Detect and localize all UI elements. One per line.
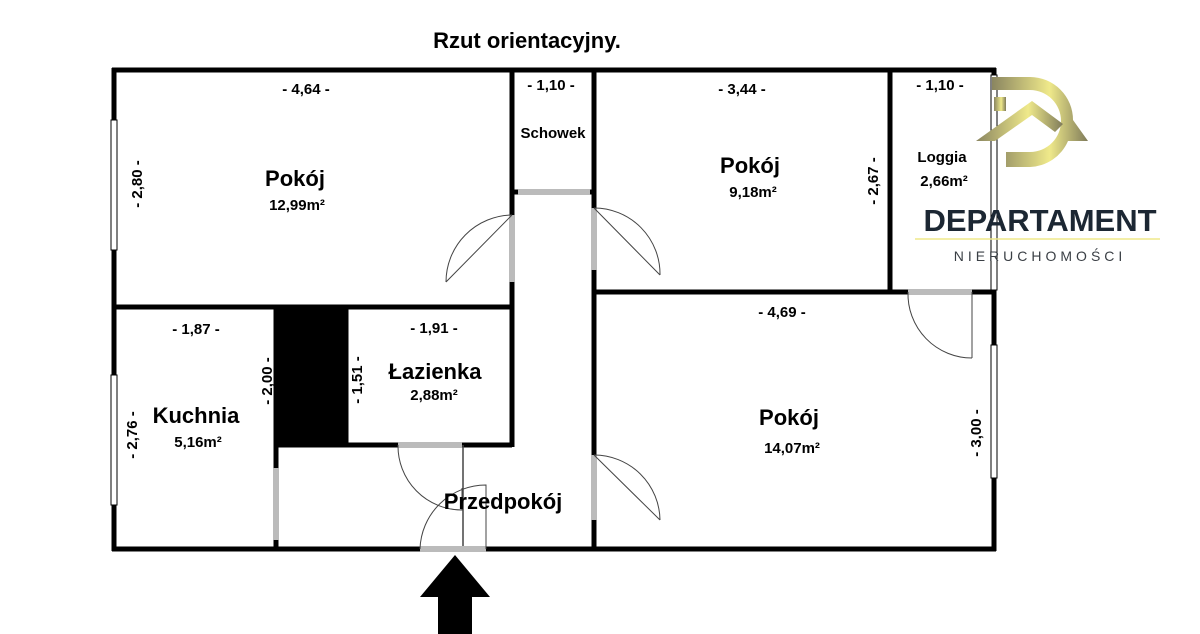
svg-text:Loggia: Loggia [917, 149, 967, 166]
svg-text:- 1,10 -: - 1,10 - [916, 77, 964, 94]
walls [111, 67, 997, 552]
room-schowek: - 1,10 - Schowek [520, 77, 586, 142]
room-pokoj-2: - 3,44 - - 2,67 - Pokój 9,18m² [718, 81, 882, 205]
svg-text:- 3,44 -: - 3,44 - [718, 81, 766, 98]
logo-d-icon [992, 77, 1088, 167]
svg-text:- 2,00 -: - 2,00 - [259, 357, 276, 405]
logo-house-icon [976, 101, 1063, 141]
svg-text:9,18m²: 9,18m² [729, 184, 777, 201]
svg-text:Schowek: Schowek [520, 125, 586, 142]
windows [110, 74, 998, 506]
svg-text:Przedpokój: Przedpokój [444, 489, 563, 514]
svg-text:- 1,91 -: - 1,91 - [410, 320, 458, 337]
logo-tagline: NIERUCHOMOŚCI [954, 247, 1127, 264]
room-pokoj-3: - 4,69 - - 3,00 - Pokój 14,07m² [758, 304, 985, 457]
svg-text:Kuchnia: Kuchnia [153, 403, 241, 428]
svg-text:5,16m²: 5,16m² [174, 434, 222, 451]
svg-text:12,99m²: 12,99m² [269, 197, 325, 214]
svg-text:- 2,76 -: - 2,76 - [124, 411, 141, 459]
svg-text:2,88m²: 2,88m² [410, 387, 458, 404]
svg-text:Pokój: Pokój [720, 153, 780, 178]
room-lazienka: - 1,91 - - 1,51 - Łazienka 2,88m² [349, 320, 482, 404]
svg-text:Łazienka: Łazienka [389, 359, 483, 384]
svg-text:- 1,10 -: - 1,10 - [527, 77, 575, 94]
svg-text:Pokój: Pokój [759, 405, 819, 430]
svg-text:2,66m²: 2,66m² [920, 173, 968, 190]
doors [273, 189, 973, 552]
shaft-block [276, 307, 346, 447]
svg-text:- 3,00 -: - 3,00 - [968, 409, 985, 457]
svg-text:- 2,80 -: - 2,80 - [129, 160, 146, 208]
svg-text:- 1,87 -: - 1,87 - [172, 321, 220, 338]
plan-title: Rzut orientacyjny. [433, 28, 621, 53]
svg-text:- 4,69 -: - 4,69 - [758, 304, 806, 321]
svg-text:- 1,51 -: - 1,51 - [349, 356, 366, 404]
room-przedpokoj: Przedpokój [444, 489, 563, 514]
svg-text:14,07m²: 14,07m² [764, 440, 820, 457]
logo-brand: DEPARTAMENT [923, 203, 1156, 238]
svg-text:- 4,64 -: - 4,64 - [282, 81, 330, 98]
svg-text:- 2,67 -: - 2,67 - [865, 157, 882, 205]
room-pokoj-1: - 4,64 - - 2,80 - Pokój 12,99m² [129, 81, 330, 214]
arrow-up-icon [420, 555, 490, 634]
room-loggia: - 1,10 - Loggia 2,66m² [916, 77, 968, 190]
svg-text:Pokój: Pokój [265, 166, 325, 191]
department-logo: DEPARTAMENT NIERUCHOMOŚCI [915, 77, 1160, 264]
room-kuchnia: - 1,87 - - 2,76 - - 2,00 - Kuchnia 5,16m… [124, 321, 276, 459]
